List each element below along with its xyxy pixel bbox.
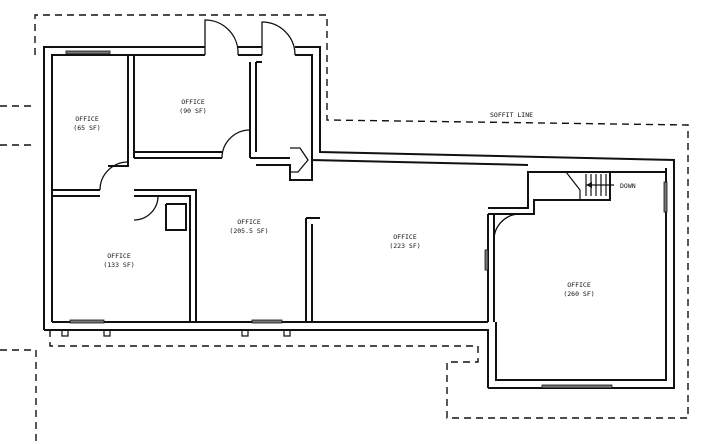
bottom-stubs [61, 330, 291, 337]
room-area-office-f: (260 SF) [563, 290, 594, 298]
room-label-office-a: OFFICE [75, 115, 99, 123]
room-area-office-c: (205.5 SF) [229, 227, 268, 235]
room-area-office-a: (65 SF) [73, 124, 100, 132]
soffit-label: SOFFIT LINE [490, 111, 533, 119]
soffit-outline [0, 14, 689, 444]
room-area-office-d: (133 SF) [103, 261, 134, 269]
room-label-office-d: OFFICE [107, 252, 131, 260]
exterior-walls [43, 46, 675, 389]
stair [565, 171, 614, 200]
doors [99, 19, 521, 241]
windows [65, 50, 668, 389]
stair-down-label: DOWN [620, 182, 636, 190]
arrow-icon [586, 182, 592, 188]
room-label-office-b: OFFICE [181, 98, 205, 106]
room-label-office-f: OFFICE [567, 281, 591, 289]
room-label-office-e: OFFICE [393, 233, 417, 241]
room-labels: OFFICE (65 SF) OFFICE (90 SF) OFFICE (20… [73, 98, 594, 298]
room-label-office-c: OFFICE [237, 218, 261, 226]
room-area-office-b: (90 SF) [179, 107, 206, 115]
room-area-office-e: (223 SF) [389, 242, 420, 250]
